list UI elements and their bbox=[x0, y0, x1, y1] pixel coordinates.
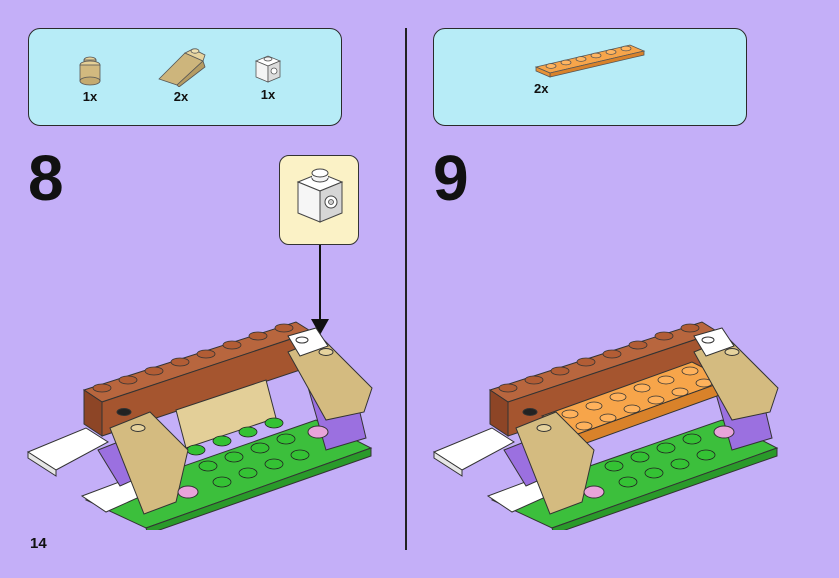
step8-callout bbox=[279, 155, 359, 245]
part-quantity: 2x bbox=[173, 89, 189, 104]
step8-model-illustration bbox=[26, 321, 373, 530]
step9-parts-list: 2x bbox=[433, 28, 747, 126]
step9-part-1: 2x bbox=[530, 39, 650, 96]
step-number-8: 8 bbox=[28, 142, 64, 214]
page-number: 14 bbox=[30, 535, 47, 552]
part-quantity: 1x bbox=[260, 87, 276, 102]
tan-round-brick-icon bbox=[79, 56, 101, 86]
down-arrow-icon bbox=[311, 245, 329, 335]
part-quantity: 1x bbox=[82, 89, 98, 104]
step-divider bbox=[405, 28, 407, 550]
step8-parts-list: 1x 2x 1x bbox=[28, 28, 342, 126]
step-number-9: 9 bbox=[433, 142, 469, 214]
step8-part-2: 2x bbox=[151, 43, 211, 104]
part-quantity: 2x bbox=[534, 81, 549, 96]
white-headlight-brick-icon bbox=[254, 55, 282, 83]
step9-model-illustration bbox=[432, 321, 779, 530]
white-headlight-brick-icon bbox=[296, 168, 344, 223]
step8-part-3: 1x bbox=[253, 53, 283, 102]
orange-plate-1x6-icon bbox=[534, 44, 646, 78]
step8-part-1: 1x bbox=[75, 53, 105, 104]
tan-slope-brick-icon bbox=[158, 48, 206, 87]
